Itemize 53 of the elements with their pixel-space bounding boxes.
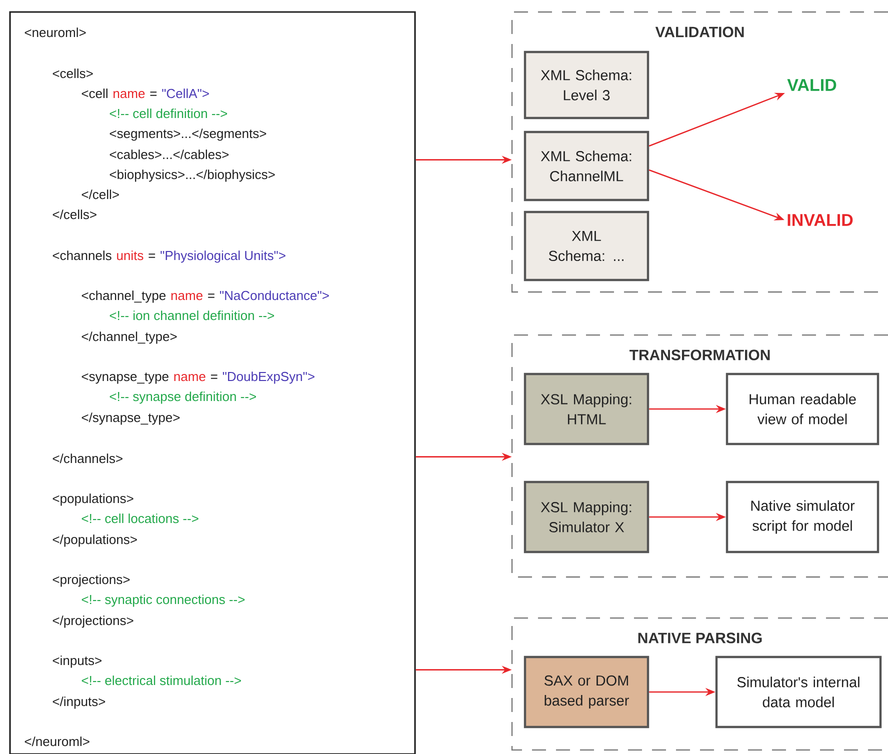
code-text: <projections>: [52, 574, 130, 587]
code-text: <cables>...</cables>: [110, 150, 229, 160]
code-text: =: [148, 254, 156, 258]
code-text: </cells>: [52, 210, 96, 220]
code-text: <channel_type: [82, 290, 166, 303]
code-text: <synapse_type: [82, 372, 168, 384]
schema-box: XML Schema: ChannelML: [524, 130, 650, 202]
code-text: </channel_type>: [82, 332, 177, 344]
code-text: <populations>: [52, 494, 134, 506]
code-text: <biophysics>...</biophysics>: [110, 170, 275, 182]
group-heading: TRANSFORMATION: [630, 350, 770, 360]
code-text: <cells>: [52, 68, 93, 78]
code-text: <!-- cell definition -->: [110, 108, 228, 118]
code-text: name: [114, 91, 145, 98]
code-text: <inputs>: [52, 656, 102, 668]
code-text: =: [208, 294, 214, 298]
code-text: </channels>: [52, 454, 122, 464]
code-text: "NaConductance">: [220, 290, 329, 300]
mapping-box: XSL Mapping: HTML: [524, 372, 650, 446]
schema-box: XML Schema: Level 3: [524, 50, 650, 120]
code-text: </synapse_type>: [82, 412, 180, 425]
code-text: <!-- ion channel definition -->: [110, 310, 274, 320]
code-text: =: [210, 374, 218, 379]
output-box: Simulator's internal data model: [715, 656, 882, 728]
code-text: name: [174, 374, 206, 382]
result-text: VALID: [787, 79, 836, 91]
code-text: <channels: [52, 250, 112, 260]
code-text: </populations>: [52, 534, 137, 547]
code-text: "Physiological Units">: [160, 250, 286, 263]
code-text: =: [150, 92, 157, 96]
code-text: <!-- cell locations -->: [82, 514, 198, 524]
code-text: <neuroml>: [24, 28, 86, 38]
output-box: Native simulator script for model: [726, 480, 880, 554]
result-text: INVALID: [788, 214, 853, 226]
group-heading: VALIDATION: [655, 26, 744, 38]
mapping-box: XSL Mapping: Simulator X: [524, 480, 650, 554]
code-text: </projections>: [52, 616, 134, 628]
code-text: <!-- synaptic connections -->: [82, 594, 245, 607]
code-text: </inputs>: [52, 696, 106, 709]
output-box: Human readable view of model: [726, 372, 880, 446]
code-text: </cell>: [82, 190, 119, 200]
code-text: </neuroml>: [24, 736, 90, 746]
parser-box: SAX or DOM based parser: [524, 656, 650, 728]
code-text: <segments>...</segments>: [110, 128, 266, 141]
code-text: <!-- electrical stimulation -->: [82, 676, 241, 686]
code-text: "CellA">: [162, 88, 209, 98]
code-text: name: [171, 293, 202, 300]
code-text: "DoubExpSyn">: [222, 372, 314, 384]
code-text: <!-- synapse definition -->: [110, 392, 256, 404]
code-text: units: [117, 250, 144, 260]
schema-box: XML Schema: ...: [524, 210, 650, 282]
group-heading: NATIVE PARSING: [638, 632, 762, 644]
code-text: <cell: [82, 88, 108, 98]
